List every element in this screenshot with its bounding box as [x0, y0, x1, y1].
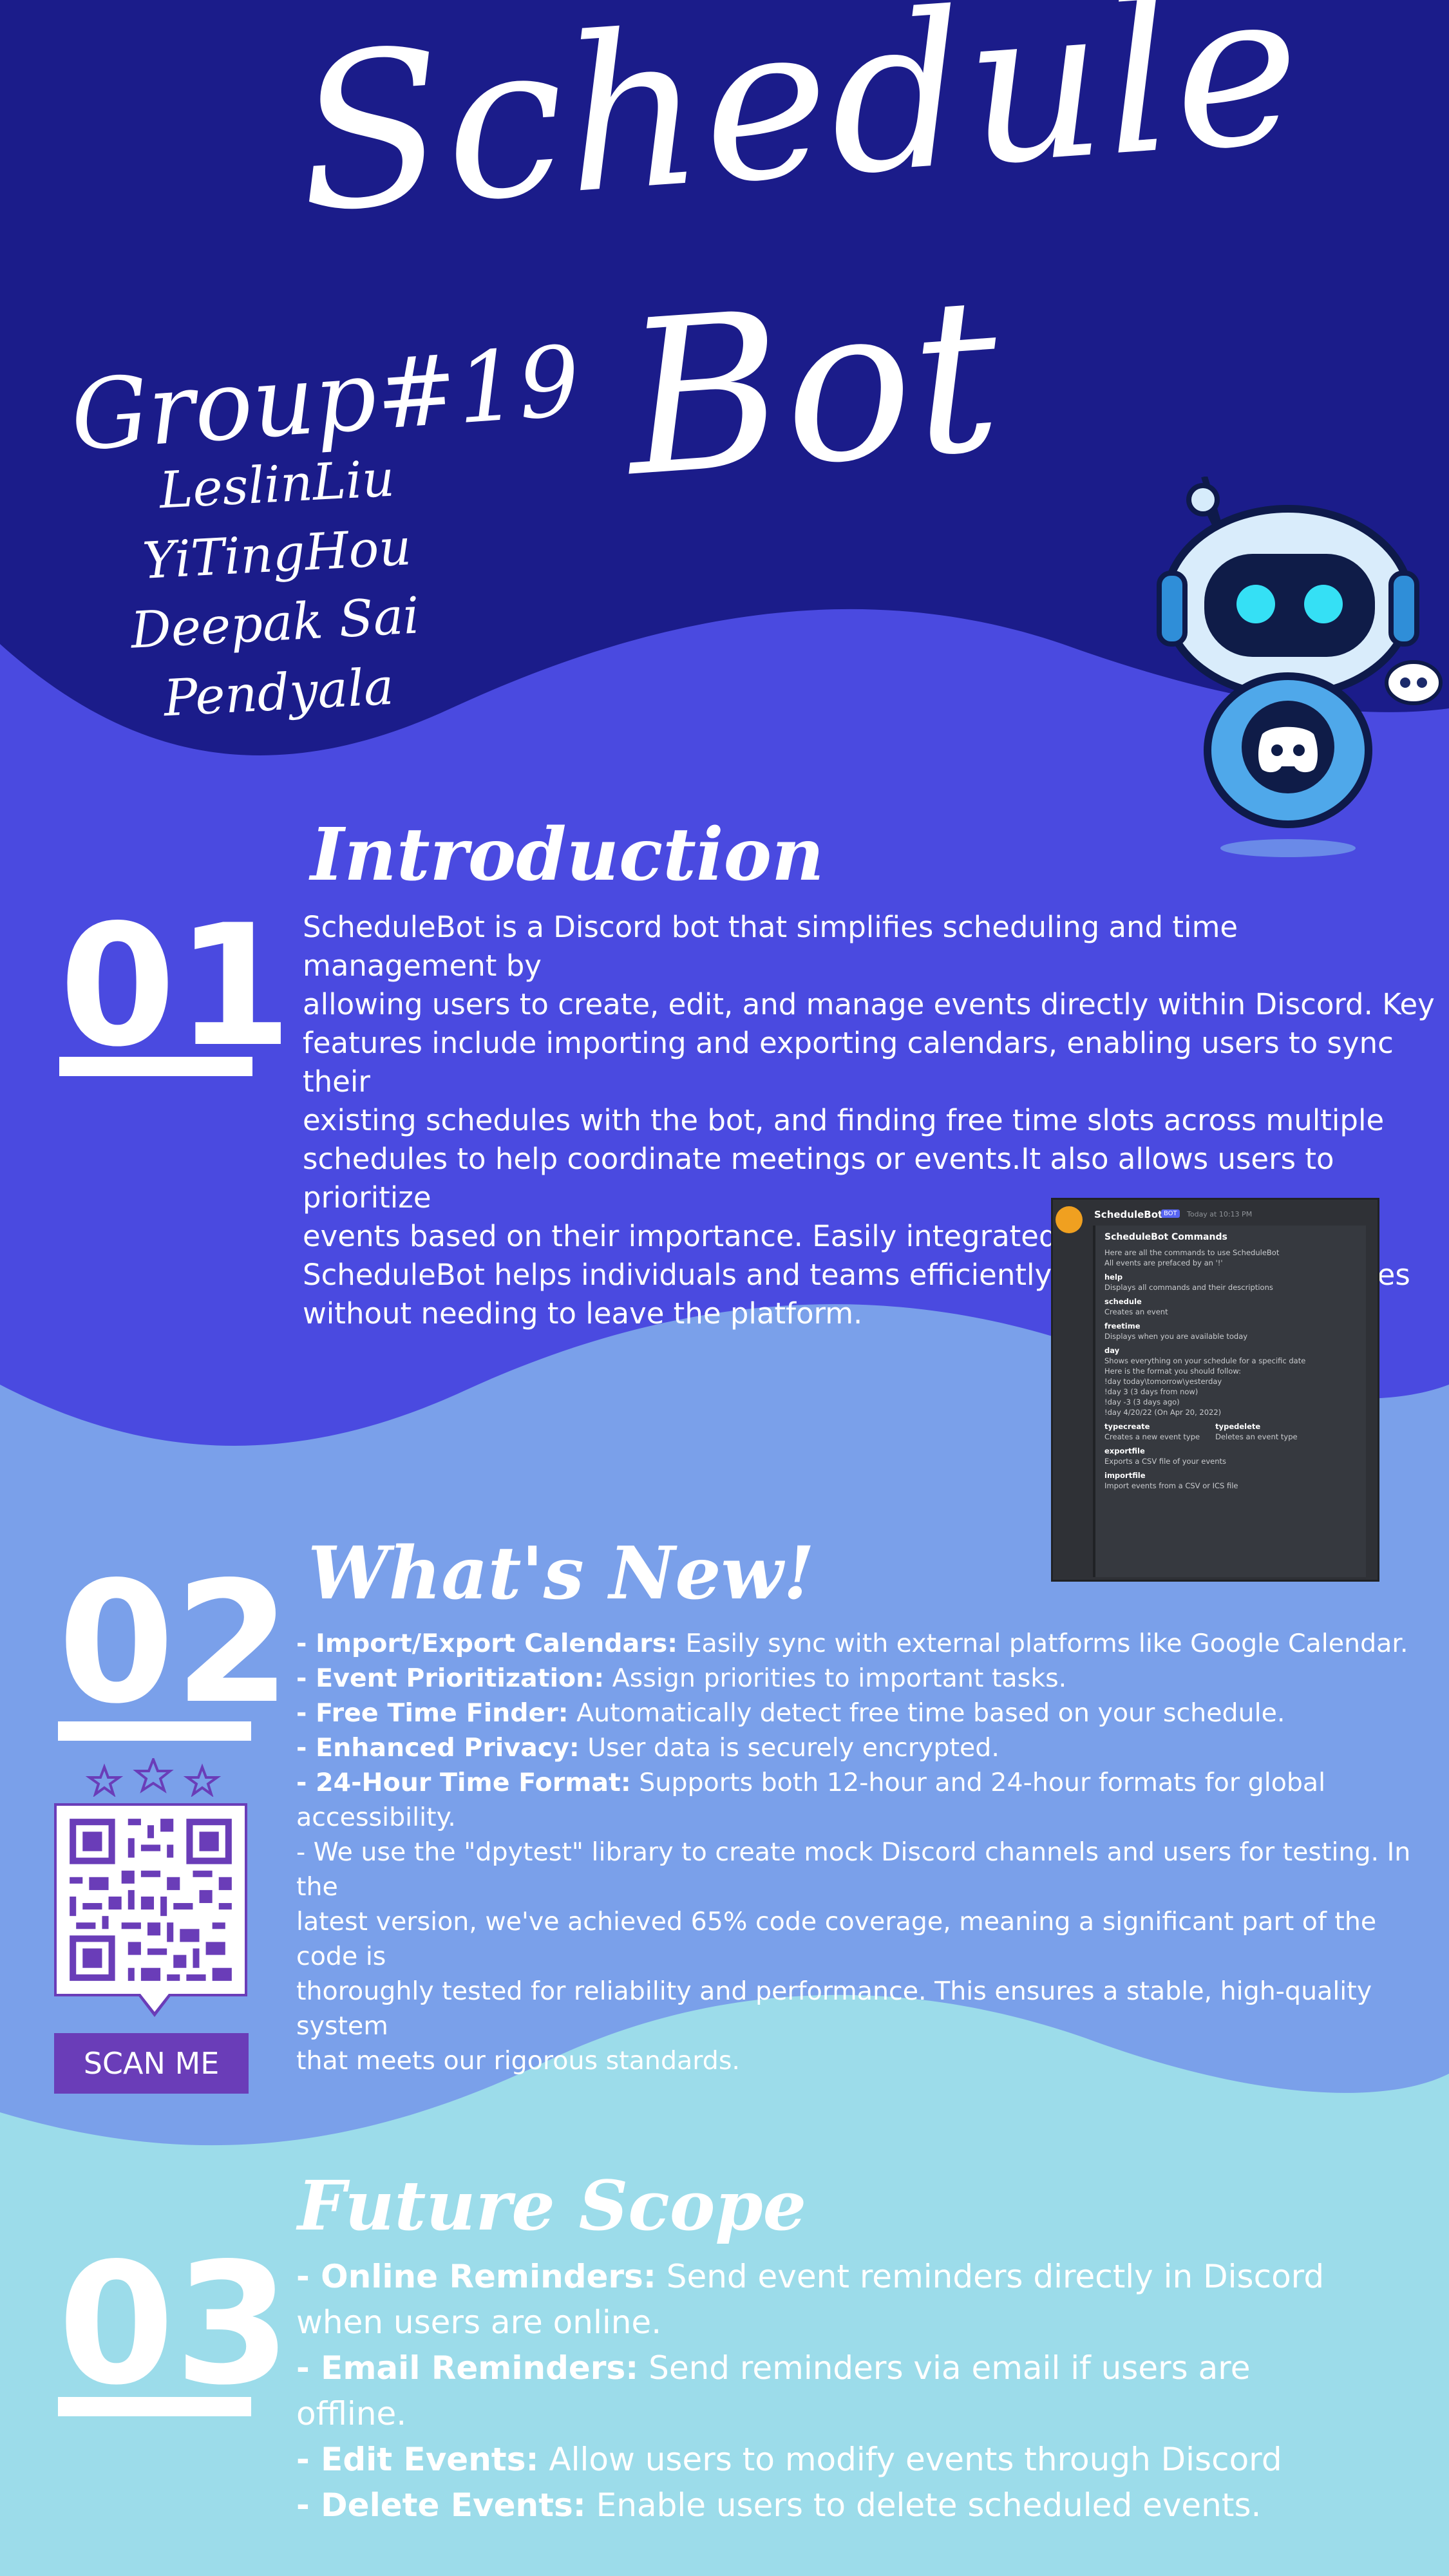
future-text: Send reminders via email if users are — [638, 2349, 1251, 2387]
feature-text: Assign priorities to important tasks. — [604, 1663, 1067, 1693]
feature-label: - Event Prioritization: — [296, 1663, 605, 1693]
future-scope-list: - Online Reminders: Send event reminders… — [296, 2254, 1327, 2528]
command-desc: Deletes an event type — [1215, 1432, 1298, 1441]
future-item-continued: offline. — [296, 2395, 407, 2432]
feature-text: Easily sync with external platforms like… — [677, 1629, 1408, 1658]
star-icon — [183, 1763, 222, 1797]
feature-item: - Enhanced Privacy: User data is securel… — [296, 1730, 1430, 1765]
feature-label: - 24-Hour Time Format: — [296, 1768, 631, 1797]
command-name: day — [1104, 1346, 1120, 1355]
section-number: 01 — [59, 889, 292, 1084]
intro-line: without needing to leave the platform. — [303, 1296, 863, 1331]
command-name: help — [1104, 1273, 1123, 1282]
embed-line: All events are prefaced by an '!' — [1104, 1258, 1223, 1267]
feature-text: Supports both 12-hour and 24-hour format… — [296, 1768, 1326, 1832]
feature-text: Automatically detect free time based on … — [568, 1698, 1285, 1728]
bot-tag: BOT — [1161, 1209, 1180, 1218]
future-label: - Delete Events: — [296, 2486, 586, 2524]
command-desc: Exports a CSV file of your events — [1104, 1457, 1227, 1466]
command-desc: !day 4/20/22 (On Apr 20, 2022) — [1104, 1408, 1222, 1417]
command-desc: Displays all commands and their descript… — [1104, 1283, 1273, 1292]
star-icons — [85, 1758, 222, 1797]
testing-line: - We use the "dpytest" library to create… — [296, 1837, 1411, 1902]
command-desc: Displays when you are available today — [1104, 1332, 1248, 1341]
intro-line: schedules to help coordinate meetings or… — [303, 1142, 1334, 1215]
section-number-underline — [58, 1721, 251, 1741]
future-label: - Edit Events: — [296, 2441, 539, 2478]
feature-item: - Event Prioritization: Assign prioritie… — [296, 1661, 1430, 1696]
commands-embed: ScheduleBot Commands Here are all the co… — [1093, 1226, 1366, 1577]
embed-line: Here are all the commands to use Schedul… — [1104, 1248, 1280, 1257]
section-number-underline — [59, 1057, 252, 1076]
future-text: Send event reminders directly in Discord — [656, 2258, 1325, 2295]
section-number: 03 — [58, 2228, 291, 2422]
intro-line: features include importing and exporting… — [303, 1026, 1394, 1099]
command-name: exportfile — [1104, 1446, 1145, 1455]
intro-line: allowing users to create, edit, and mana… — [303, 987, 1435, 1021]
paired-command: typecreate Creates a new event type — [1104, 1417, 1200, 1442]
future-item: - Delete Events: Enable users to delete … — [296, 2483, 1327, 2528]
bot-name: ScheduleBot — [1094, 1209, 1163, 1220]
feature-label: - Free Time Finder: — [296, 1698, 569, 1728]
whats-new-heading: What's New! — [308, 1531, 815, 1616]
discord-message-header: ScheduleBot BOT Today at 10:13 PM — [1053, 1200, 1378, 1233]
feature-label: - Import/Export Calendars: — [296, 1629, 677, 1658]
command-name: freetime — [1104, 1321, 1141, 1331]
future-label: - Email Reminders: — [296, 2349, 639, 2387]
paired-commands: typecreate Creates a new event type type… — [1104, 1417, 1357, 1442]
command-desc: Import events from a CSV or ICS file — [1104, 1481, 1238, 1490]
future-text: Enable users to delete scheduled events. — [585, 2486, 1262, 2524]
command-name: importfile — [1104, 1471, 1146, 1480]
command-name: typecreate — [1104, 1422, 1150, 1431]
feature-item: - Free Time Finder: Automatically detect… — [296, 1696, 1430, 1730]
command-desc: !day today\tomorrow\yesterday — [1104, 1377, 1222, 1386]
feature-text: User data is securely encrypted. — [579, 1733, 999, 1763]
command-desc: !day -3 (3 days ago) — [1104, 1397, 1180, 1406]
command-name: typedelete — [1215, 1422, 1261, 1431]
star-icon — [85, 1763, 124, 1797]
qr-code-icon[interactable] — [54, 1803, 247, 1996]
feature-label: - Enhanced Privacy: — [296, 1733, 580, 1763]
qr-pointer-fill — [140, 1994, 169, 2012]
command-name: schedule — [1104, 1297, 1142, 1306]
feature-item: - Import/Export Calendars: Easily sync w… — [296, 1626, 1430, 1661]
embed-title: ScheduleBot Commands — [1104, 1232, 1227, 1242]
future-scope-heading: Future Scope — [298, 2165, 807, 2246]
intro-line: ScheduleBot is a Discord bot that simpli… — [303, 910, 1238, 983]
section-number-underline — [58, 2397, 251, 2416]
command-desc: Shows everything on your schedule for a … — [1104, 1356, 1306, 1365]
section-number: 02 — [58, 1546, 291, 1741]
feature-item: - 24-Hour Time Format: Supports both 12-… — [296, 1765, 1430, 1835]
star-icon — [133, 1758, 174, 1794]
member-name: Deepak Sai Pendyala — [129, 587, 421, 728]
intro-heading: Introduction — [310, 813, 824, 897]
future-item: - Edit Events: Allow users to modify eve… — [296, 2437, 1327, 2483]
command-desc: Creates a new event type — [1104, 1432, 1200, 1441]
scan-me-button[interactable]: SCAN ME — [54, 2033, 249, 2094]
future-item-continued: when users are online. — [296, 2304, 662, 2341]
group-credits: Group#19 LeslinLiu YiTingHou Deepak Sai … — [68, 325, 583, 728]
whats-new-list: - Import/Export Calendars: Easily sync w… — [296, 1626, 1430, 2078]
robot-mascot-icon — [1157, 477, 1443, 857]
future-label: - Online Reminders: — [296, 2258, 656, 2295]
command-desc: Creates an event — [1104, 1307, 1168, 1316]
discord-commands-screenshot: ScheduleBot BOT Today at 10:13 PM Schedu… — [1051, 1198, 1379, 1582]
future-item: - Email Reminders: Send reminders via em… — [296, 2345, 1327, 2391]
command-desc: Here is the format you should follow: — [1104, 1367, 1242, 1376]
discord-logo-icon — [1258, 726, 1318, 773]
future-text: Allow users to modify events through Dis… — [538, 2441, 1282, 2478]
testing-line: thoroughly tested for reliability and pe… — [296, 1976, 1372, 2041]
bot-avatar — [1056, 1206, 1083, 1233]
message-timestamp: Today at 10:13 PM — [1187, 1210, 1253, 1218]
testing-line: latest version, we've achieved 65% code … — [296, 1907, 1377, 1971]
command-desc: !day 3 (3 days from now) — [1104, 1387, 1198, 1396]
future-item: - Online Reminders: Send event reminders… — [296, 2254, 1327, 2300]
paired-command: typedelete Deletes an event type — [1215, 1417, 1298, 1442]
intro-line: existing schedules with the bot, and fin… — [303, 1103, 1385, 1137]
testing-line: that meets our rigorous standards. — [296, 2046, 740, 2076]
title-bot: Bot — [618, 251, 1009, 524]
